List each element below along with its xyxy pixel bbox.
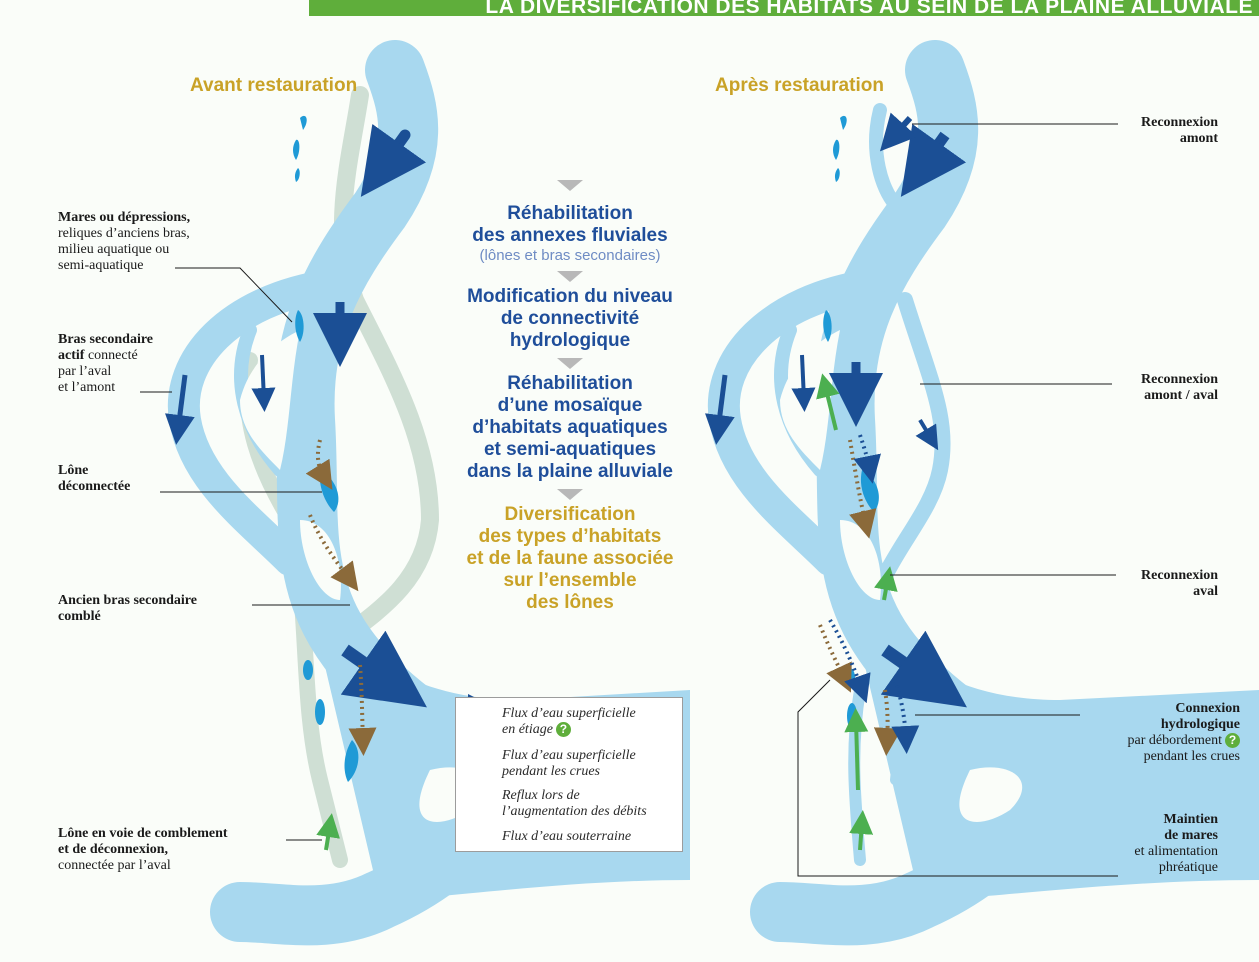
legend-box: Flux d’eau superficielle en étiage? Flux… bbox=[455, 697, 683, 852]
help-question-icon[interactable]: ? bbox=[1225, 733, 1240, 749]
help-question-icon[interactable]: ? bbox=[555, 722, 571, 738]
label-ancien-bras: Ancien bras secondaire comblé bbox=[58, 593, 197, 624]
label-connexion-hydrologique: Connexion hydrologique par débordement? … bbox=[1127, 701, 1240, 764]
left-leader-lines bbox=[140, 267, 350, 841]
label-reconnexion-amont: Reconnexion amont bbox=[1141, 115, 1218, 146]
page-banner: LA DIVERSIFICATION DES HABITATS AU SEIN … bbox=[309, 0, 1259, 16]
step-3: Réhabilitation d’une mosaïque d’habitats… bbox=[467, 373, 673, 482]
step-1: Réhabilitation des annexes fluviales (lô… bbox=[472, 203, 668, 264]
label-reconnexion-amont-aval: Reconnexion amont / aval bbox=[1141, 372, 1218, 403]
step-arrow-icon bbox=[557, 489, 583, 500]
right-leader-lines bbox=[797, 123, 1118, 877]
step-arrow-icon bbox=[557, 358, 583, 369]
step-arrow-icon bbox=[557, 180, 583, 191]
step-4: Diversification des types d’habitats et … bbox=[466, 504, 674, 613]
right-river-map bbox=[705, 40, 1259, 946]
label-mares: Mares ou dépressions, reliques d’anciens… bbox=[58, 210, 191, 273]
label-maintien-mares: Maintien de mares et alimentation phréat… bbox=[1134, 812, 1218, 875]
left-heading: Avant restauration bbox=[190, 75, 358, 96]
label-lone-comblement: Lône en voie de comblement et de déconne… bbox=[58, 826, 228, 873]
old-channel-right bbox=[331, 86, 440, 649]
right-heading: Après restauration bbox=[715, 75, 884, 96]
process-steps: Réhabilitation des annexes fluviales (lô… bbox=[430, 180, 710, 614]
step-arrow-icon bbox=[557, 271, 583, 282]
label-lone-deconnectee: Lône déconnectée bbox=[58, 463, 131, 494]
step-2: Modification du niveau de connectivité h… bbox=[467, 286, 673, 351]
label-reconnexion-aval: Reconnexion aval bbox=[1141, 568, 1218, 599]
label-bras-secondaire: Bras secondaire actif connecté par l’ava… bbox=[58, 332, 154, 395]
